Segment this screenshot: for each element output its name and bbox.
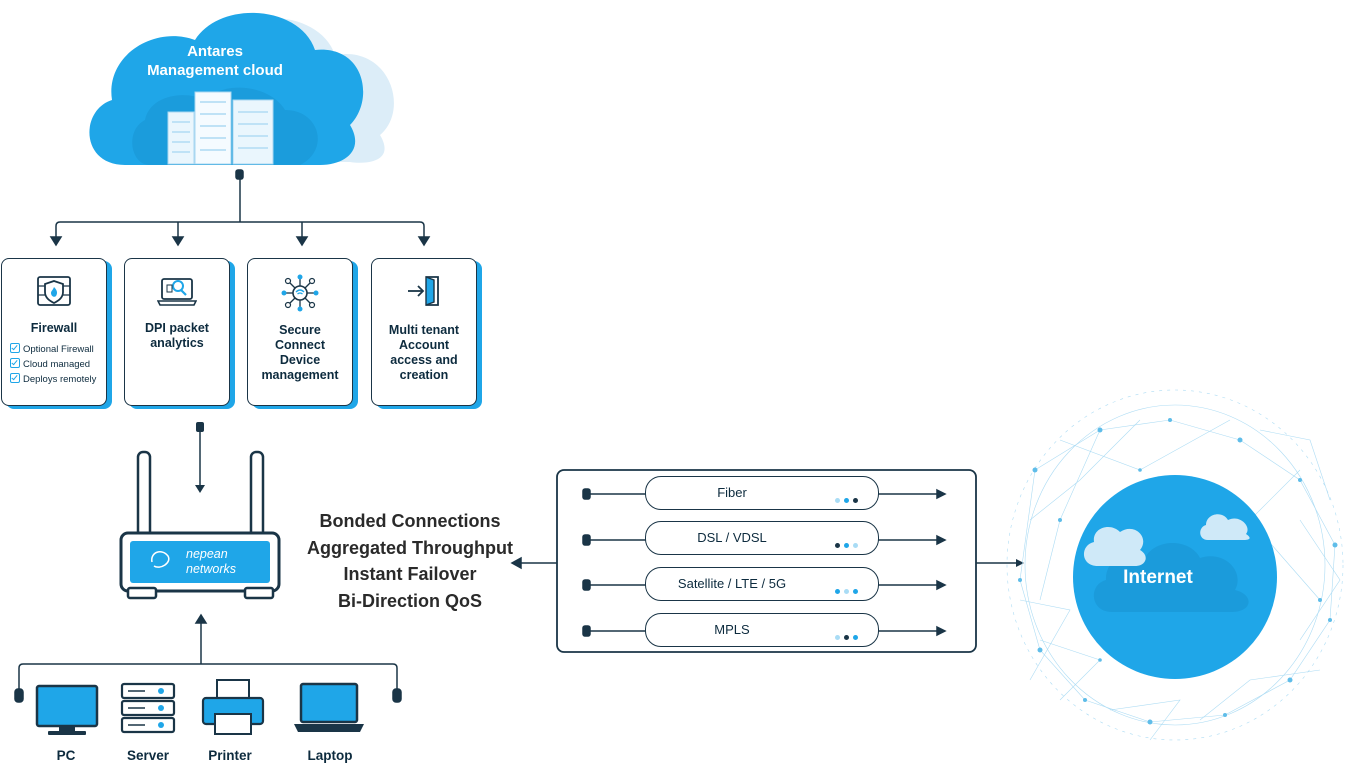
card-dpi-title: DPI packet analytics <box>129 321 225 351</box>
signal-dots-icon <box>831 535 858 553</box>
connection-fiber-label: Fiber <box>717 485 747 500</box>
bonding-connector <box>510 556 557 570</box>
firewall-feature-1-label: Optional Firewall <box>23 344 94 355</box>
signal-dots-icon <box>831 581 858 599</box>
signal-dots-icon <box>831 627 858 645</box>
connection-mpls: MPLS <box>645 613 879 647</box>
connection-satellite: Satellite / LTE / 5G <box>645 567 879 601</box>
cloud-title: Antares Management cloud <box>130 42 300 80</box>
internet-connector <box>976 559 1024 567</box>
card-firewall-title: Firewall <box>30 321 78 335</box>
device-label-laptop: Laptop <box>307 748 353 763</box>
internet-mesh <box>1006 389 1344 741</box>
firewall-feature-2: Cloud managed <box>10 358 90 370</box>
connections-box <box>556 469 977 653</box>
card-dpi-title-line1: DPI packet <box>145 321 209 335</box>
card-multi-title-line3: access and <box>390 353 458 367</box>
management-cloud <box>89 12 394 166</box>
feature-instant-failover: Instant Failover <box>343 564 477 584</box>
card-multi-tenant: Multi tenant Account access and creation <box>371 258 477 406</box>
connection-mpls-label: MPLS <box>714 622 750 637</box>
connection-fiber: Fiber <box>645 476 879 510</box>
cards-router-connector <box>195 422 205 493</box>
server-racks-icon <box>167 91 274 165</box>
server-icon <box>120 682 176 734</box>
laptop-search-icon <box>125 273 229 313</box>
connection-dsl: DSL / VDSL <box>645 521 879 555</box>
internet-globe <box>1073 475 1277 679</box>
card-multi-title-line4: creation <box>399 368 449 382</box>
bonding-features: Bonded Connections Aggregated Throughput… <box>290 508 530 614</box>
connection-lines <box>582 488 947 637</box>
device-label-printer: Printer <box>208 748 252 763</box>
check-icon <box>10 343 20 353</box>
network-hub-icon <box>248 273 352 313</box>
card-multi-title-line2: Account <box>399 338 449 352</box>
devices-router-connector <box>14 613 402 703</box>
printer-icon <box>201 679 265 735</box>
firewall-feature-1: Optional Firewall <box>10 343 94 355</box>
cloud-title-line2: Management cloud <box>147 62 283 79</box>
firewall-feature-3-label: Deploys remotely <box>23 374 97 385</box>
card-secure-connect-title: Secure Connect Device management <box>252 323 348 383</box>
sign-in-door-icon <box>372 273 476 313</box>
device-label-pc: PC <box>56 748 76 763</box>
firewall-feature-3: Deploys remotely <box>10 373 96 385</box>
cloud-title-line1: Antares <box>187 43 243 60</box>
feature-bonded-connections: Bonded Connections <box>319 511 501 531</box>
check-icon <box>10 373 20 383</box>
pc-icon <box>35 684 99 735</box>
device-label-server: Server <box>126 748 170 763</box>
connection-dsl-label: DSL / VDSL <box>697 530 767 545</box>
firewall-icon <box>2 273 106 313</box>
feature-aggregated-throughput: Aggregated Throughput <box>307 537 513 558</box>
signal-dots-icon <box>831 490 858 508</box>
card-dpi-title-line2: analytics <box>150 336 204 350</box>
router-device: nepean networks <box>119 450 281 600</box>
check-icon <box>10 358 20 368</box>
internet-label: Internet <box>1123 567 1193 588</box>
router-brand-line1: nepean <box>186 547 228 561</box>
card-multi-tenant-title: Multi tenant Account access and creation <box>376 323 472 383</box>
feature-bi-direction-qos: Bi-Direction QoS <box>337 590 482 611</box>
card-firewall: Firewall Optional Firewall Cloud managed… <box>1 258 107 406</box>
cloud-connectors <box>49 169 431 247</box>
card-secure-title-line3: Device <box>279 353 321 367</box>
firewall-feature-2-label: Cloud managed <box>23 359 91 370</box>
connection-satellite-label: Satellite / LTE / 5G <box>677 576 787 591</box>
laptop-icon <box>294 682 364 732</box>
card-secure-title-line4: management <box>261 368 339 382</box>
card-secure-connect: Secure Connect Device management <box>247 258 353 406</box>
card-dpi-analytics: DPI packet analytics <box>124 258 230 406</box>
card-secure-title-line2: Connect <box>275 338 325 352</box>
card-multi-title-line1: Multi tenant <box>388 323 460 337</box>
card-secure-title-line1: Secure <box>279 323 321 337</box>
router-brand-line2: networks <box>186 562 236 576</box>
